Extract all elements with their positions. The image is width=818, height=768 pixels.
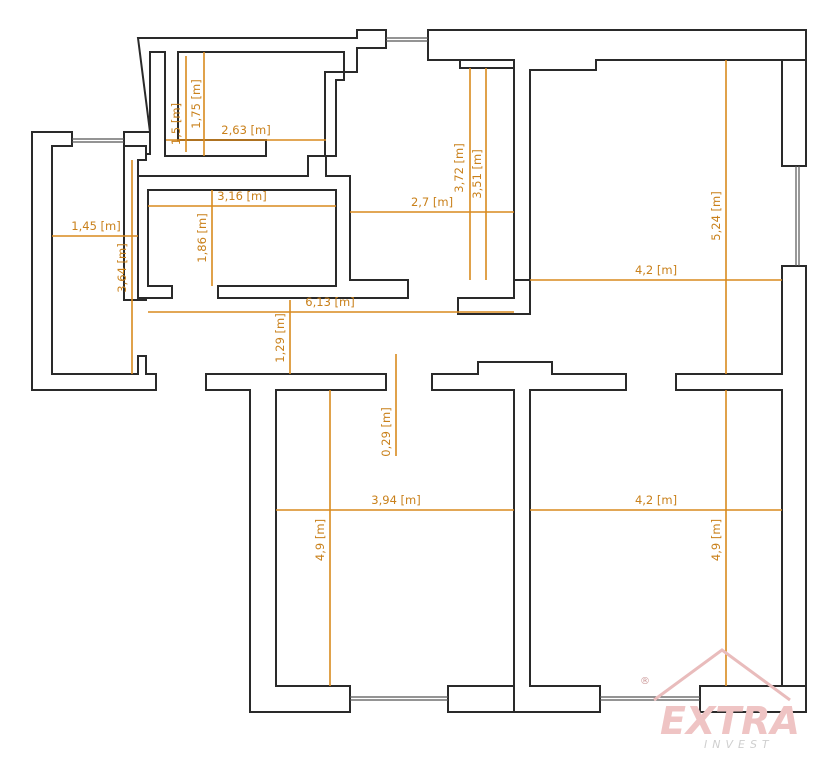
dim-label-d16: 3,94 [m] — [371, 493, 420, 507]
dim-label-d19: 4,9 [m] — [709, 519, 723, 561]
wall-corridor-right — [431, 361, 627, 713]
dimension-lines — [52, 52, 782, 686]
dimension-labels: 1,5 [m] 1,75 [m] 2,63 [m] 3,16 [m] 1,86 … — [71, 79, 723, 561]
dim-label-d15: 0,29 [m] — [379, 407, 393, 456]
logo-subtext: INVEST — [704, 738, 774, 751]
dim-label-d18: 4,2 [m] — [635, 493, 677, 507]
dim-label-d8: 6,13 [m] — [305, 295, 354, 309]
dim-label-d14: 4,2 [m] — [635, 263, 677, 277]
logo-watermark: ® EXTRA INVEST — [640, 648, 800, 751]
dim-label-d11: 3,51 [m] — [470, 149, 484, 198]
dim-label-d13: 5,24 [m] — [709, 191, 723, 240]
dim-label-d5: 1,86 [m] — [195, 213, 209, 262]
wall-upper-left — [123, 29, 387, 157]
wall-bathroom — [137, 71, 409, 299]
wall-left-room — [31, 131, 157, 391]
dim-label-d10: 3,72 [m] — [452, 143, 466, 192]
dim-label-d17: 4,9 [m] — [313, 519, 327, 561]
dim-label-d9: 1,29 [m] — [273, 313, 287, 362]
dim-label-d6: 1,45 [m] — [71, 219, 120, 233]
windows — [72, 37, 800, 701]
dim-label-d7: 3,64 [m] — [115, 243, 129, 292]
dim-label-d3: 2,63 [m] — [221, 123, 270, 137]
wall-corridor-left — [205, 373, 387, 713]
logo-roof-icon — [653, 648, 791, 702]
dim-label-d4: 3,16 [m] — [217, 189, 266, 203]
wall-right-mid — [675, 265, 807, 701]
wall-right-upper — [781, 59, 807, 167]
logo-text: EXTRA — [660, 699, 800, 743]
dim-label-d1: 1,5 [m] — [169, 103, 183, 145]
dim-label-d12: 2,7 [m] — [411, 195, 453, 209]
walls — [31, 29, 807, 713]
dim-label-d2: 1,75 [m] — [189, 79, 203, 128]
logo-registered-mark: ® — [640, 676, 650, 687]
wall-bottom-mid — [447, 685, 515, 713]
